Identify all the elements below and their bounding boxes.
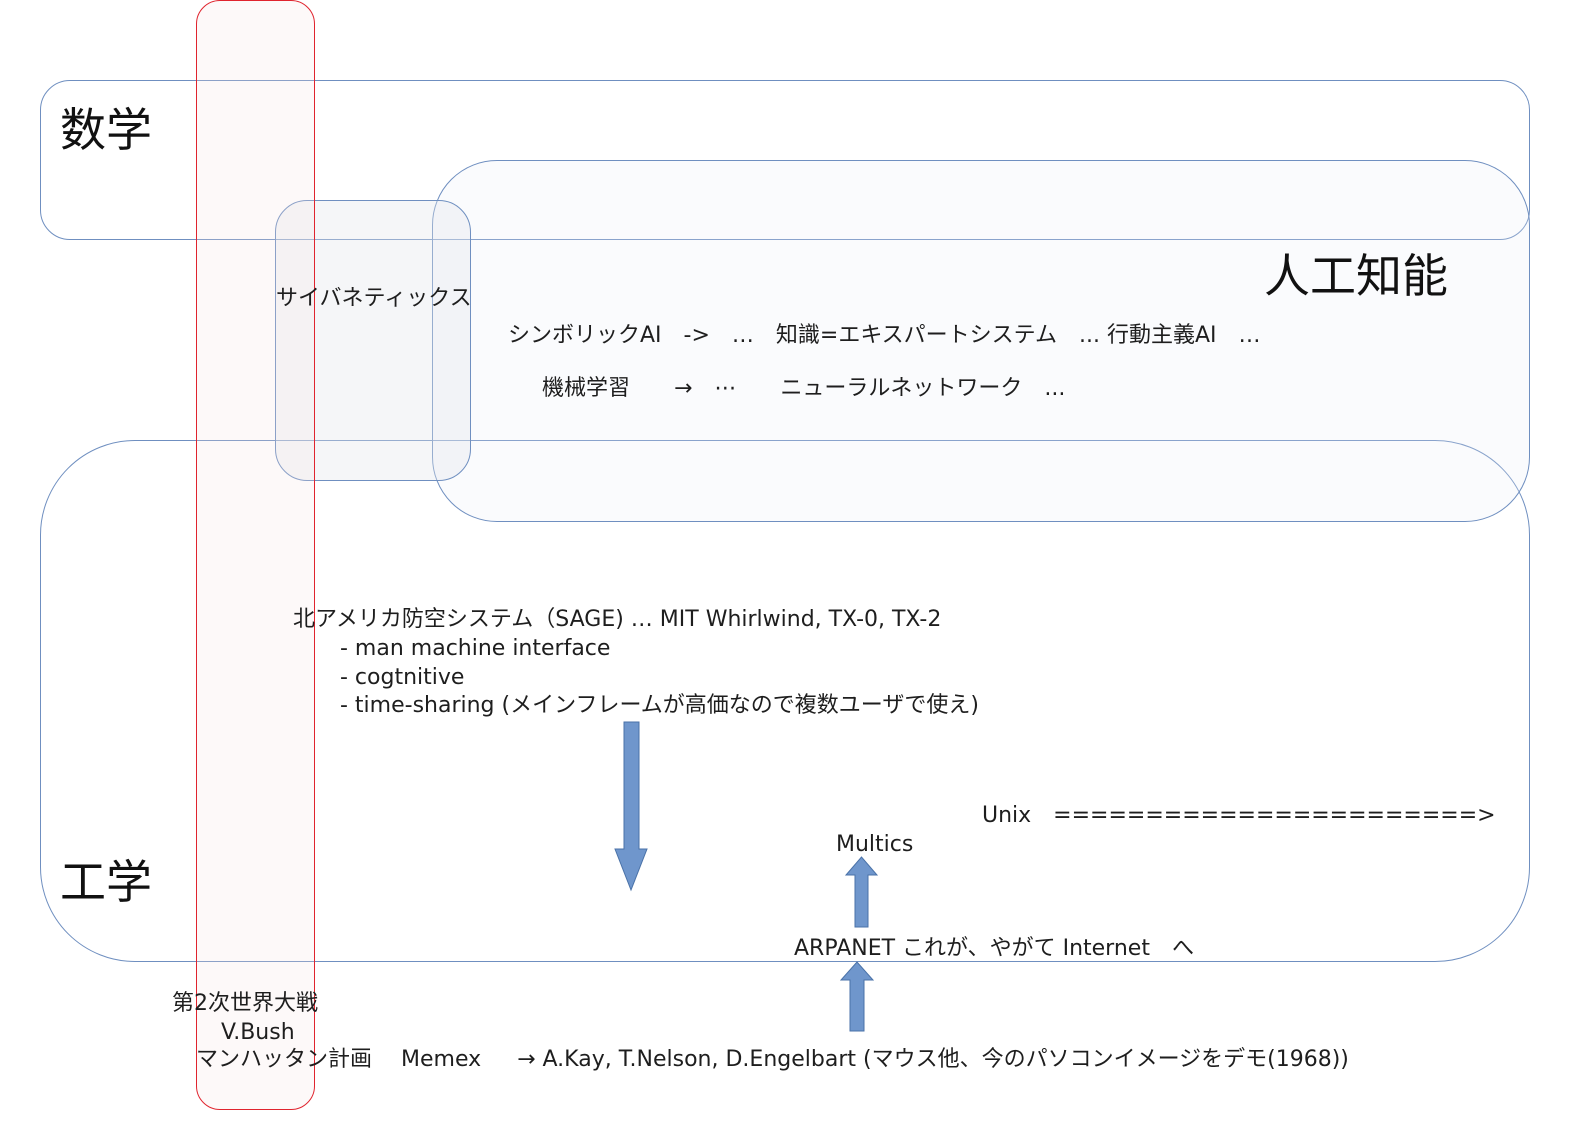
up-arrow-icon bbox=[844, 856, 879, 928]
multics-label: Multics bbox=[836, 832, 914, 857]
sage-title: 北アメリカ防空システム（SAGE) … MIT Whirlwind, TX-0,… bbox=[293, 607, 942, 632]
ai-region bbox=[432, 160, 1530, 522]
cybernetics-label: サイバネティックス bbox=[276, 286, 472, 311]
ai-label: 人工知能 bbox=[1264, 249, 1448, 303]
sage-feature-item: - time-sharing (メインフレームが高価なので複数ユーザで使え) bbox=[340, 693, 979, 718]
down-arrow-icon bbox=[614, 721, 648, 892]
unix-label: Unix =======================> bbox=[982, 803, 1496, 828]
up-arrow-icon bbox=[839, 961, 875, 1032]
engineering-label: 工学 bbox=[60, 855, 152, 909]
machine-learning-line: 機械学習 → ⋯ ニューラルネットワーク ... bbox=[542, 376, 1066, 401]
arpanet-label: ARPANET これが、やがて Internet へ bbox=[794, 936, 1194, 961]
math-label: 数学 bbox=[60, 103, 152, 157]
sage-feature-item: - cogtnitive bbox=[340, 664, 465, 690]
symbolic-ai-line: シンボリックAI -> … 知識=エキスパートシステム ... 行動主義AI … bbox=[508, 323, 1261, 348]
manhattan-memex-line: マンハッタン計画 Memex → A.Kay, T.Nelson, D.Enge… bbox=[196, 1047, 1349, 1072]
cybernetics-region bbox=[275, 200, 471, 481]
ww2-column bbox=[196, 0, 315, 1110]
engineering-region bbox=[40, 440, 1530, 962]
ww2-title: 第2次世界大戦 bbox=[172, 991, 318, 1016]
sage-feature-list: - man machine interface - cogtnitive - t… bbox=[340, 635, 979, 721]
vbush-label: V.Bush bbox=[221, 1020, 295, 1045]
sage-feature-item: - man machine interface bbox=[340, 636, 611, 661]
math-region bbox=[40, 80, 1530, 240]
